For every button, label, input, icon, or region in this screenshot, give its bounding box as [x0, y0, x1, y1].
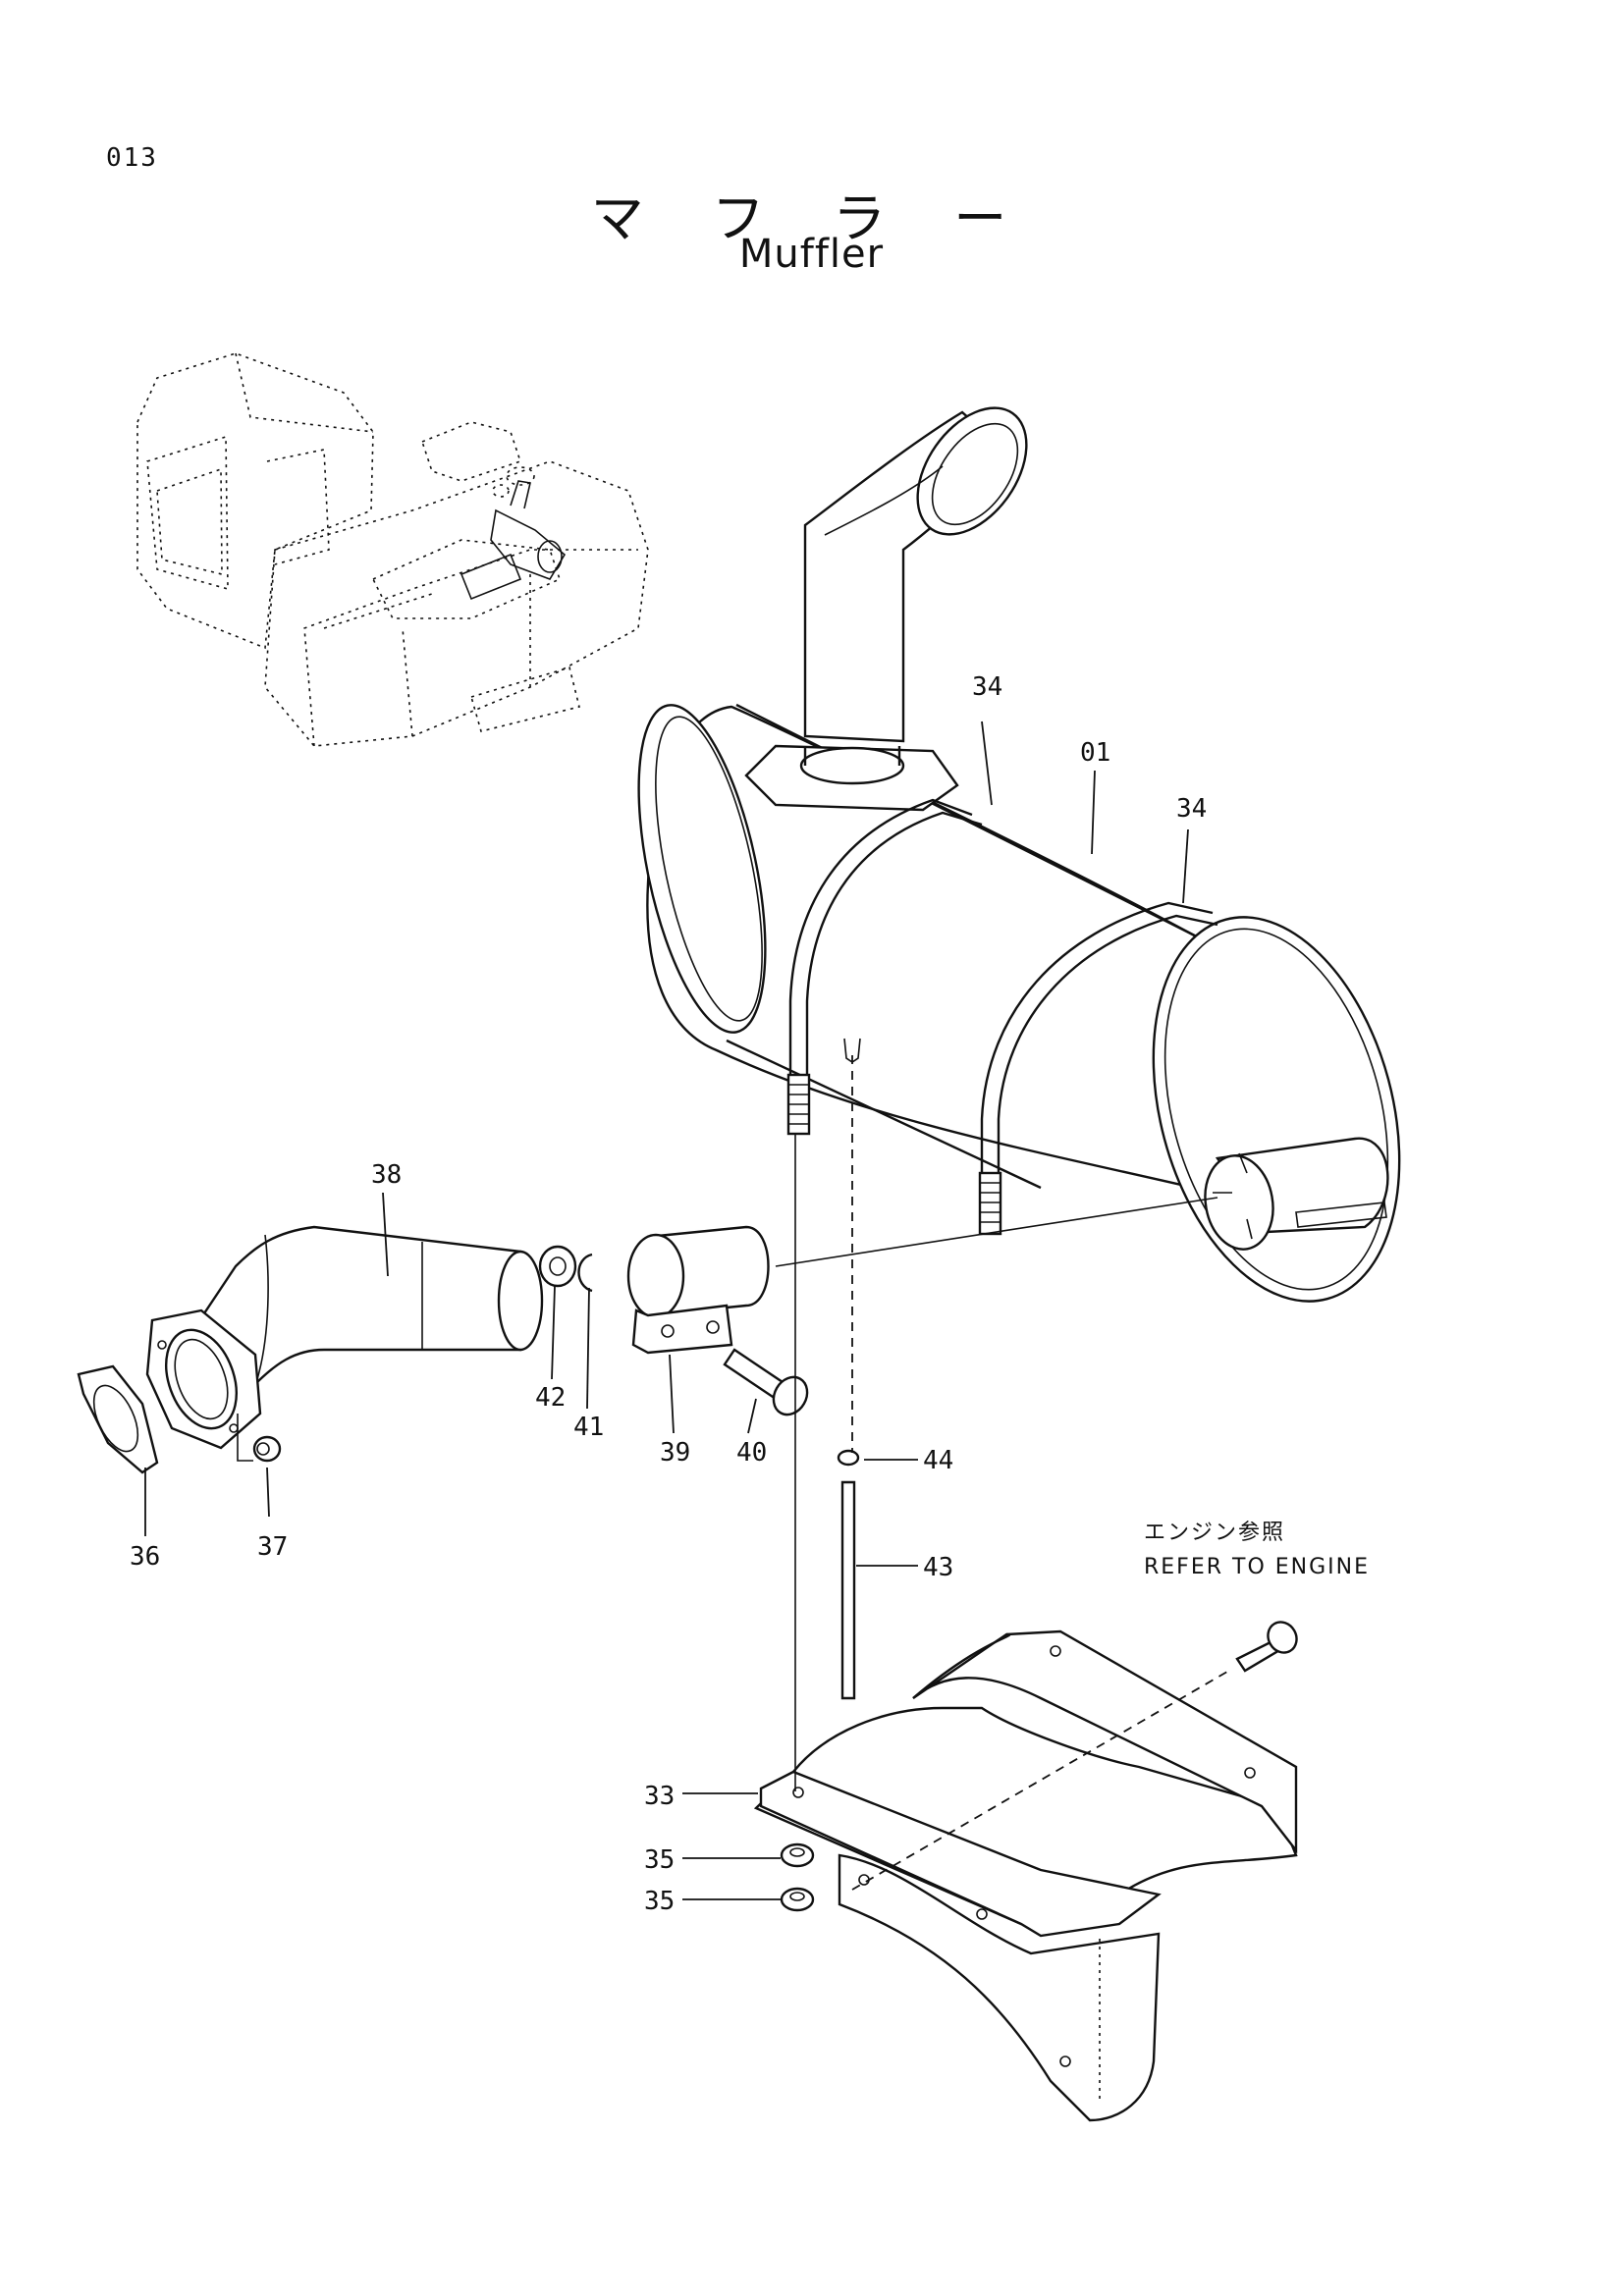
- callout-35-lower: 35: [644, 1887, 675, 1916]
- page-title: Muffler: [738, 232, 885, 277]
- callout-37: 37: [257, 1532, 288, 1562]
- callout-34-lower: 34: [1176, 794, 1207, 824]
- callout-39: 39: [660, 1438, 690, 1468]
- mounting-stay: [753, 1629, 1298, 2122]
- page-number: 013: [106, 143, 158, 173]
- stay-rod: [840, 1480, 856, 1700]
- clamp-bolt: [723, 1348, 809, 1416]
- callout-41: 41: [573, 1413, 604, 1442]
- callout-34-upper: 34: [972, 672, 1002, 702]
- assembly-lines: [775, 1038, 1233, 1891]
- lock-washer: [577, 1253, 593, 1293]
- callout-42: 42: [535, 1383, 566, 1413]
- pipe-clamp: [626, 1225, 770, 1355]
- nut: [237, 1414, 282, 1463]
- callout-43: 43: [923, 1553, 953, 1582]
- callout-35-upper: 35: [644, 1845, 675, 1875]
- callout-40: 40: [736, 1438, 767, 1468]
- engine-bolt: [1235, 1621, 1298, 1673]
- lock-nut: [538, 1245, 577, 1288]
- exhaust-pipe: [145, 1225, 544, 1450]
- note-japanese: エンジン参照: [1144, 1521, 1285, 1545]
- rod-cap: [837, 1449, 860, 1467]
- gasket: [77, 1364, 159, 1474]
- excavator-location-illustration: [136, 352, 649, 747]
- callout-leaders: [144, 721, 1189, 1900]
- page-title-japanese: マ フ ラ ー: [590, 187, 1033, 249]
- callout-36: 36: [130, 1542, 160, 1572]
- callout-01: 01: [1080, 738, 1110, 768]
- callout-44: 44: [923, 1446, 953, 1475]
- callout-38: 38: [371, 1160, 402, 1190]
- note-refer-to-engine: REFER TO ENGINE: [1144, 1555, 1370, 1579]
- callout-33: 33: [644, 1782, 675, 1811]
- mounting-strap: [786, 798, 1218, 1236]
- nut-stack: [780, 1842, 815, 1912]
- tail-pipe: [744, 406, 1028, 812]
